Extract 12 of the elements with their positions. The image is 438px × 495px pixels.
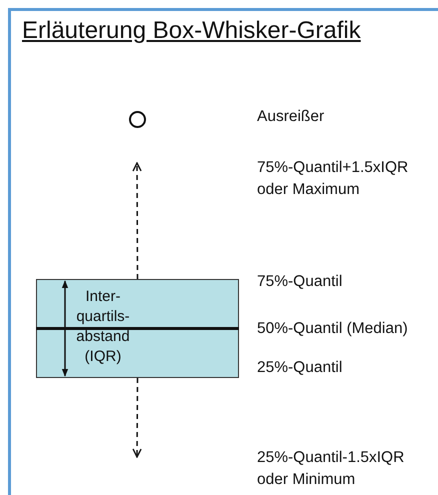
whisker-arrow — [132, 162, 142, 279]
whisker-arrow — [132, 378, 142, 458]
quantile-label: 75%-Quantil+1.5xIQR oder Maximum — [257, 158, 410, 200]
interquartile-box — [36, 279, 239, 378]
box-label: Inter- quartils- abstand (IQR) — [75, 287, 131, 367]
outlier-circle — [129, 111, 146, 128]
quantile-label: Ausreißer — [257, 107, 326, 127]
quantile-label: 25%-Quantil — [257, 358, 344, 378]
title: Erläuterung Box-Whisker-Grafik — [22, 17, 361, 45]
quantile-label: 50%-Quantil (Median) — [257, 319, 409, 339]
quantile-label: 75%-Quantil — [257, 272, 344, 292]
quantile-label: 25%-Quantil-1.5xIQR oder Minimum — [257, 448, 406, 490]
